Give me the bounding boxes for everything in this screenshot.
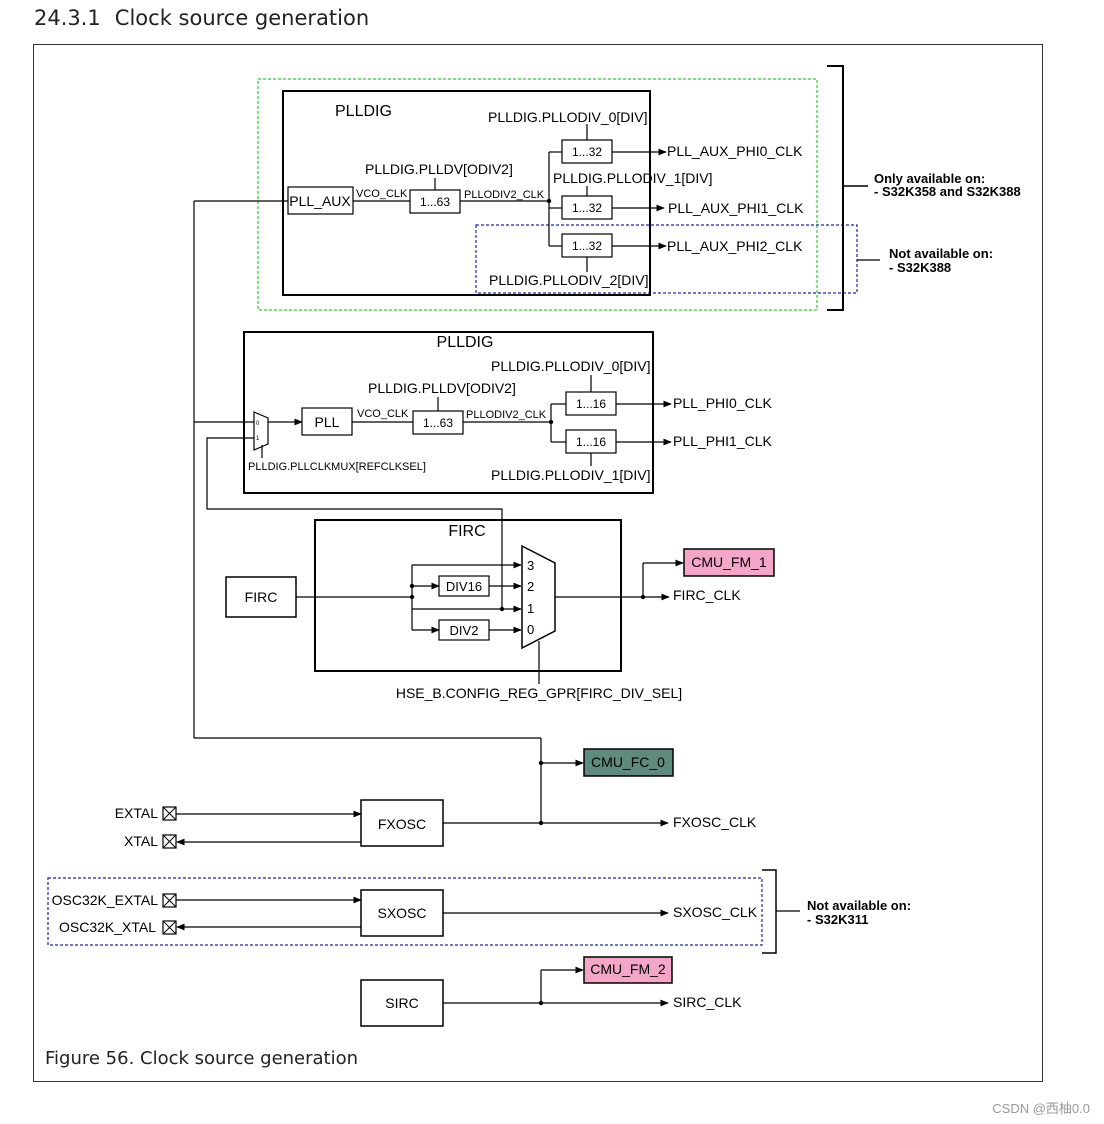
cmu-fc-0-label: CMU_FC_0 [591,754,665,770]
note-not388-line2: - S32K388 [889,260,951,275]
note-not311-line1: Not available on: [807,898,911,913]
firc-block [314,519,622,672]
fxosc-label: FXOSC [378,816,426,832]
firc-source-label: FIRC [245,589,278,605]
pll-aux-div2-clk: PLLODIV2_CLK [464,189,545,201]
plldig-main-title: PLLDIG [437,334,494,351]
pll-main-div63-label: 1...63 [423,416,453,430]
pll-aux-odiv1-reg: PLLDIG.PLLODIV_1[DIV] [553,170,713,186]
firc-block-title: FIRC [448,523,485,540]
pll-main-odiv1-label: 1...16 [576,435,606,449]
pll-aux-div63-label: 1...63 [420,195,450,209]
note-only-line1: Only available on: [874,171,985,186]
firc-clk-out: FIRC_CLK [673,587,741,603]
osc32k-extal-pin-icon [162,893,177,908]
sirc-label: SIRC [385,995,418,1011]
pll-aux-phi2-out: PLL_AUX_PHI2_CLK [667,238,803,254]
pll-main-odiv0-label: 1...16 [576,397,606,411]
plldig-aux-title: PLLDIG [335,103,392,120]
cmu-fm-2-label: CMU_FM_2 [590,961,666,977]
sxosc-dashed-region [47,877,763,946]
pll-phi1-out: PLL_PHI1_CLK [673,433,773,449]
pll-aux-odiv2-reg: PLLDIG.PLLODIV_2[DIV] [489,272,649,288]
xtal-pin-icon [162,834,177,849]
sxosc-clk-out: SXOSC_CLK [673,904,758,920]
watermark: CSDN @西柚0.0 [992,1101,1090,1116]
pll-aux-label: PLL_AUX [289,193,351,209]
pll-aux-odiv1-label: 1...32 [572,201,602,215]
pll-main-odiv0-reg: PLLDIG.PLLODIV_0[DIV] [491,358,651,374]
cmu-fc-0-box [583,748,674,777]
pll-aux-odiv0-label: 1...32 [572,145,602,159]
fxosc-clk-out: FXOSC_CLK [673,814,757,830]
pll-aux-odiv0-reg: PLLDIG.PLLODIV_0[DIV] [488,109,648,125]
xtal-pin-label: XTAL [124,833,158,849]
pll-main-div2-clk: PLLODIV2_CLK [466,409,547,421]
pll-aux-vco-label: VCO_CLK [356,188,408,200]
sxosc-label: SXOSC [377,905,426,921]
pll-aux-odiv2-label: 1...32 [572,239,602,253]
osc32k-xtal-pin-icon [162,920,177,935]
pll-aux-phi1-out: PLL_AUX_PHI1_CLK [668,200,804,216]
pll-main-box [301,407,353,436]
pll-ref-mux [253,411,269,451]
plldig-aux-block [282,90,651,296]
section-heading: 24.3.1 Clock source generation [34,6,369,30]
pll-mux-sel-reg: PLLDIG.PLLCLKMUX[REFCLKSEL] [248,461,426,473]
pll-main-pllodv-reg: PLLDIG.PLLDV[ODIV2] [368,380,516,396]
note-only-line2: - S32K358 and S32K388 [874,184,1021,199]
pll-mux-in0: 0 [256,421,260,427]
osc32k-xtal-pin-label: OSC32K_XTAL [59,919,156,935]
firc-mux-in3: 3 [527,558,534,573]
availability-bracket [827,65,844,311]
firc-mux-in0: 0 [527,622,534,637]
firc-mux-in2: 2 [527,579,534,594]
sxosc-box [360,889,444,937]
sirc-box [360,979,444,1027]
section-number: 24.3.1 [34,6,101,30]
extal-pin-icon [162,806,177,821]
firc-div16-label: DIV16 [446,579,482,594]
firc-source-box [225,576,297,618]
extal-pin-label: EXTAL [115,805,159,821]
figure-caption: Figure 56. Clock source generation [45,1048,359,1069]
pll-phi0-out: PLL_PHI0_CLK [673,395,773,411]
osc32k-extal-pin-label: OSC32K_EXTAL [52,892,159,908]
note-not311-line2: - S32K311 [807,912,868,927]
figure-frame [33,44,1043,1082]
cmu-fm-1-box [683,548,775,577]
firc-div2-label: DIV2 [450,623,479,638]
sirc-clk-out: SIRC_CLK [673,994,742,1010]
pll-aux-phi0-out: PLL_AUX_PHI0_CLK [667,143,803,159]
note-not388-line1: Not available on: [889,246,993,261]
section-title: Clock source generation [114,6,370,30]
pll-main-vco-label: VCO_CLK [357,408,409,420]
s32k311-bracket [762,869,777,954]
pll-aux-pllodv-reg: PLLDIG.PLLDV[ODIV2] [365,161,513,177]
cmu-fm-1-label: CMU_FM_1 [691,554,767,570]
pll-main-odiv1-reg: PLLDIG.PLLODIV_1[DIV] [491,467,651,483]
pll-mux-in1: 1 [256,436,260,442]
blue-dashed-region-phi2 [475,224,858,294]
pll-main-label: PLL [315,414,340,430]
plldig-main-block [243,331,654,494]
firc-div-sel-reg: HSE_B.CONFIG_REG_GPR[FIRC_DIV_SEL] [396,685,682,701]
firc-to-pll-mux-line [206,437,503,609]
cmu-fm-2-box [583,956,673,984]
fxosc-box [360,799,444,847]
firc-mux-in1: 1 [527,601,534,616]
firc-div-mux [521,544,556,650]
